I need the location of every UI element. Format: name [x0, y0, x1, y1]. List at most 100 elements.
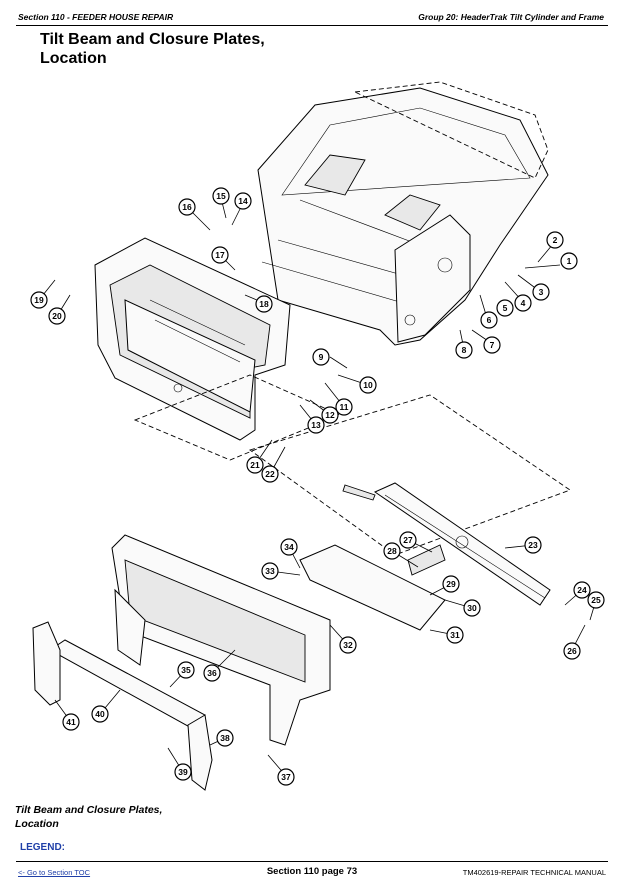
- page-title-line2: Location: [40, 50, 107, 67]
- svg-text:12: 12: [325, 410, 335, 420]
- svg-text:16: 16: [182, 202, 192, 212]
- callout-13: 13: [307, 416, 325, 434]
- closure-plate: [299, 544, 446, 631]
- callout-35: 35: [177, 661, 195, 679]
- svg-text:18: 18: [259, 299, 269, 309]
- callout-8: 8: [455, 341, 473, 359]
- callout-41: 41: [62, 713, 80, 731]
- tilt-beam: [342, 482, 551, 606]
- svg-text:9: 9: [319, 352, 324, 362]
- callout-37: 37: [277, 768, 295, 786]
- callout-40: 40: [91, 705, 109, 723]
- callout-17: 17: [211, 246, 229, 264]
- callout-16: 16: [178, 198, 196, 216]
- svg-text:27: 27: [403, 535, 413, 545]
- callout-5: 5: [496, 299, 514, 317]
- figure-caption-line2: Location: [15, 818, 59, 830]
- svg-text:25: 25: [591, 595, 601, 605]
- footer-rule: [16, 861, 608, 862]
- svg-text:29: 29: [446, 579, 456, 589]
- callout-11: 11: [335, 398, 353, 416]
- svg-text:10: 10: [363, 380, 373, 390]
- callout-18: 18: [255, 295, 273, 313]
- legend-heading: LEGEND:: [20, 842, 65, 853]
- callout-2: 2: [546, 231, 564, 249]
- svg-text:22: 22: [265, 469, 275, 479]
- callout-27: 27: [399, 531, 417, 549]
- svg-text:38: 38: [220, 733, 230, 743]
- section-header: Section 110 - FEEDER HOUSE REPAIR: [18, 12, 174, 22]
- callout-24: 24: [573, 581, 591, 599]
- tilt-frame: [94, 237, 291, 441]
- svg-text:39: 39: [178, 767, 188, 777]
- svg-text:14: 14: [238, 196, 248, 206]
- callout-28: 28: [383, 542, 401, 560]
- svg-text:2: 2: [553, 235, 558, 245]
- callout-32: 32: [339, 636, 357, 654]
- lower-bar-and-side-plates: [32, 621, 213, 791]
- header-rule: [16, 25, 608, 26]
- callout-1: 1: [560, 252, 578, 270]
- svg-text:26: 26: [567, 646, 577, 656]
- svg-text:21: 21: [250, 460, 260, 470]
- svg-text:15: 15: [216, 191, 226, 201]
- svg-text:40: 40: [95, 709, 105, 719]
- callout-38: 38: [216, 729, 234, 747]
- callout-23: 23: [524, 536, 542, 554]
- svg-text:28: 28: [387, 546, 397, 556]
- callout-31: 31: [446, 626, 464, 644]
- svg-text:13: 13: [311, 420, 321, 430]
- exploded-parts-diagram: 1 2 3 4 5 6 7 8 9 10 11 12 13 14 15 16 1…: [30, 81, 605, 791]
- svg-text:8: 8: [462, 345, 467, 355]
- manual-id: TM402619-REPAIR TECHNICAL MANUAL: [462, 868, 606, 877]
- svg-text:36: 36: [207, 668, 217, 678]
- feeder-house-frame: [257, 81, 549, 346]
- svg-text:37: 37: [281, 772, 291, 782]
- lower-closure-plate: [111, 534, 331, 746]
- callout-29: 29: [442, 575, 460, 593]
- callout-10: 10: [359, 376, 377, 394]
- callout-39: 39: [174, 763, 192, 781]
- callout-26: 26: [563, 642, 581, 660]
- assembly-outline: [133, 374, 571, 556]
- svg-text:6: 6: [487, 315, 492, 325]
- figure-caption: Tilt Beam and Closure Plates, Location: [15, 803, 162, 831]
- group-header: Group 20: HeaderTrak Tilt Cylinder and F…: [418, 12, 604, 22]
- callout-4: 4: [514, 294, 532, 312]
- callout-14: 14: [234, 192, 252, 210]
- svg-text:7: 7: [490, 340, 495, 350]
- callout-9: 9: [312, 348, 330, 366]
- svg-text:1: 1: [567, 256, 572, 266]
- svg-text:34: 34: [284, 542, 294, 552]
- callout-19: 19: [30, 291, 48, 309]
- svg-text:23: 23: [528, 540, 538, 550]
- svg-text:41: 41: [66, 717, 76, 727]
- page-number: Section 110 page 73: [266, 866, 358, 877]
- svg-text:20: 20: [52, 311, 62, 321]
- figure-caption-line1: Tilt Beam and Closure Plates,: [15, 804, 163, 816]
- callout-25: 25: [587, 591, 605, 609]
- go-to-section-toc-link[interactable]: <- Go to Section TOC: [18, 868, 91, 877]
- callout-30: 30: [463, 599, 481, 617]
- svg-text:17: 17: [215, 250, 225, 260]
- svg-text:5: 5: [503, 303, 508, 313]
- svg-text:3: 3: [539, 287, 544, 297]
- callout-6: 6: [480, 311, 498, 329]
- callout-36: 36: [203, 664, 221, 682]
- callout-3: 3: [532, 283, 550, 301]
- svg-text:35: 35: [181, 665, 191, 675]
- callout-7: 7: [483, 336, 501, 354]
- callout-12: 12: [321, 406, 339, 424]
- callout-20: 20: [48, 307, 66, 325]
- page-title-line1: Tilt Beam and Closure Plates,: [40, 31, 265, 48]
- callout-33: 33: [261, 562, 279, 580]
- svg-text:31: 31: [450, 630, 460, 640]
- svg-text:19: 19: [34, 295, 44, 305]
- svg-text:33: 33: [265, 566, 275, 576]
- callout-34: 34: [280, 538, 298, 556]
- svg-text:30: 30: [467, 603, 477, 613]
- callout-15: 15: [212, 187, 230, 205]
- svg-text:4: 4: [521, 298, 526, 308]
- callout-21: 21: [246, 456, 264, 474]
- svg-text:24: 24: [577, 585, 587, 595]
